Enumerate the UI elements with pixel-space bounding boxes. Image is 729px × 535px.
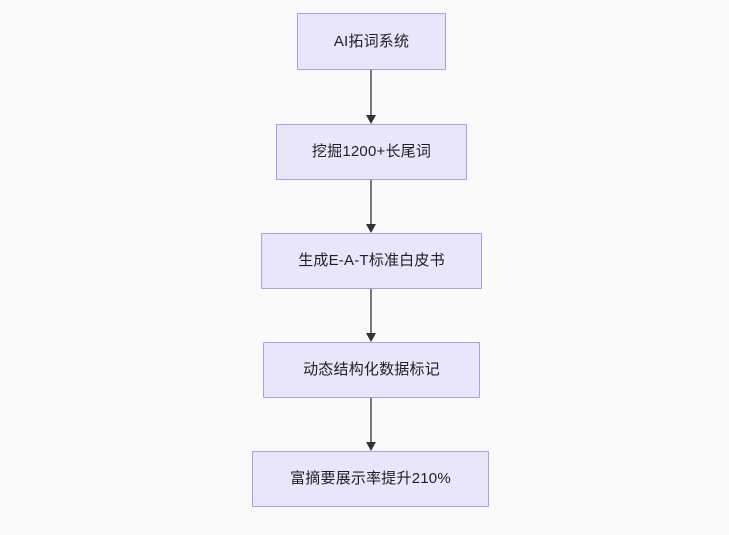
flow-node-label: 挖掘1200+长尾词 — [311, 143, 432, 161]
arrowhead-icon — [365, 115, 376, 124]
flow-node-generate-eat-whitepaper[interactable]: 生成E-A-T标准白皮书 — [261, 233, 482, 289]
flow-node-rich-snippet-rate-increase[interactable]: 富摘要展示率提升210% — [252, 451, 489, 507]
arrowhead-icon — [365, 333, 376, 342]
flow-node-label: 生成E-A-T标准白皮书 — [298, 252, 445, 270]
edge-line — [370, 289, 372, 333]
flow-node-label: AI拓词系统 — [333, 32, 410, 50]
flow-node-dynamic-structured-data-markup[interactable]: 动态结构化数据标记 — [263, 342, 480, 398]
edge-line — [370, 398, 372, 442]
flow-node-label: 富摘要展示率提升210% — [290, 470, 451, 488]
arrowhead-icon — [365, 442, 376, 451]
flow-node-ai-keyword-system[interactable]: AI拓词系统 — [297, 13, 446, 70]
edge-line — [370, 70, 372, 115]
arrowhead-icon — [365, 224, 376, 233]
flow-node-mine-longtail-keywords[interactable]: 挖掘1200+长尾词 — [276, 124, 467, 180]
flow-node-label: 动态结构化数据标记 — [303, 361, 440, 379]
edge-line — [370, 180, 372, 224]
